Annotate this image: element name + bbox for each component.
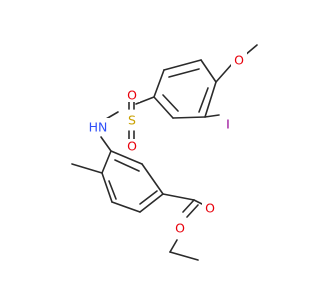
- atom-label-o-sulfonyl-bottom: O: [127, 139, 137, 154]
- bond: [168, 68, 200, 78]
- bond: [204, 114, 220, 118]
- bond: [110, 150, 143, 165]
- atom-o-sulfonyl-bottom: O: [124, 139, 140, 154]
- atom-label-iodine: I: [226, 117, 230, 132]
- bonds: [71, 44, 258, 261]
- bond: [141, 163, 164, 195]
- atom-label-nh: HN: [89, 120, 108, 135]
- bond: [111, 201, 141, 213]
- atom-label-sulfur: S: [128, 113, 136, 128]
- atom-o-carbonyl: O: [202, 200, 218, 216]
- bond: [108, 180, 117, 200]
- bond: [172, 116, 206, 119]
- atom-o-methoxy: O: [231, 52, 247, 68]
- bond: [169, 239, 178, 253]
- bond: [71, 163, 103, 174]
- atom-nh: HN: [86, 118, 112, 135]
- bond: [153, 69, 165, 98]
- bond: [204, 81, 217, 118]
- bond: [215, 63, 233, 83]
- bond: [114, 159, 140, 172]
- atom-label-o-methoxy: O: [234, 53, 244, 68]
- bond: [105, 111, 119, 120]
- atom-iodine: I: [223, 116, 235, 132]
- bond: [200, 59, 217, 83]
- bond: [100, 136, 112, 152]
- bond: [101, 150, 112, 174]
- bond: [162, 193, 195, 201]
- bond: [193, 199, 203, 205]
- bond: [169, 251, 199, 261]
- bond: [135, 96, 155, 105]
- bond: [153, 96, 174, 119]
- atom-label-o-carbonyl: O: [205, 201, 215, 216]
- atom-label-o-ester: O: [175, 221, 185, 236]
- bond: [198, 87, 209, 113]
- bond: [162, 94, 179, 112]
- bond: [186, 204, 199, 218]
- atom-o-ester: O: [172, 220, 188, 236]
- bond: [139, 190, 158, 205]
- atom-sulfur: S: [124, 112, 140, 128]
- atom-label-o-sulfonyl-top: O: [127, 88, 137, 103]
- bond: [101, 172, 113, 203]
- bond: [182, 199, 195, 213]
- atom-o-sulfonyl-top: O: [124, 87, 140, 103]
- bond: [139, 193, 164, 213]
- bond: [163, 59, 202, 71]
- molecule-diagram: O I S O O HN O O: [71, 44, 258, 261]
